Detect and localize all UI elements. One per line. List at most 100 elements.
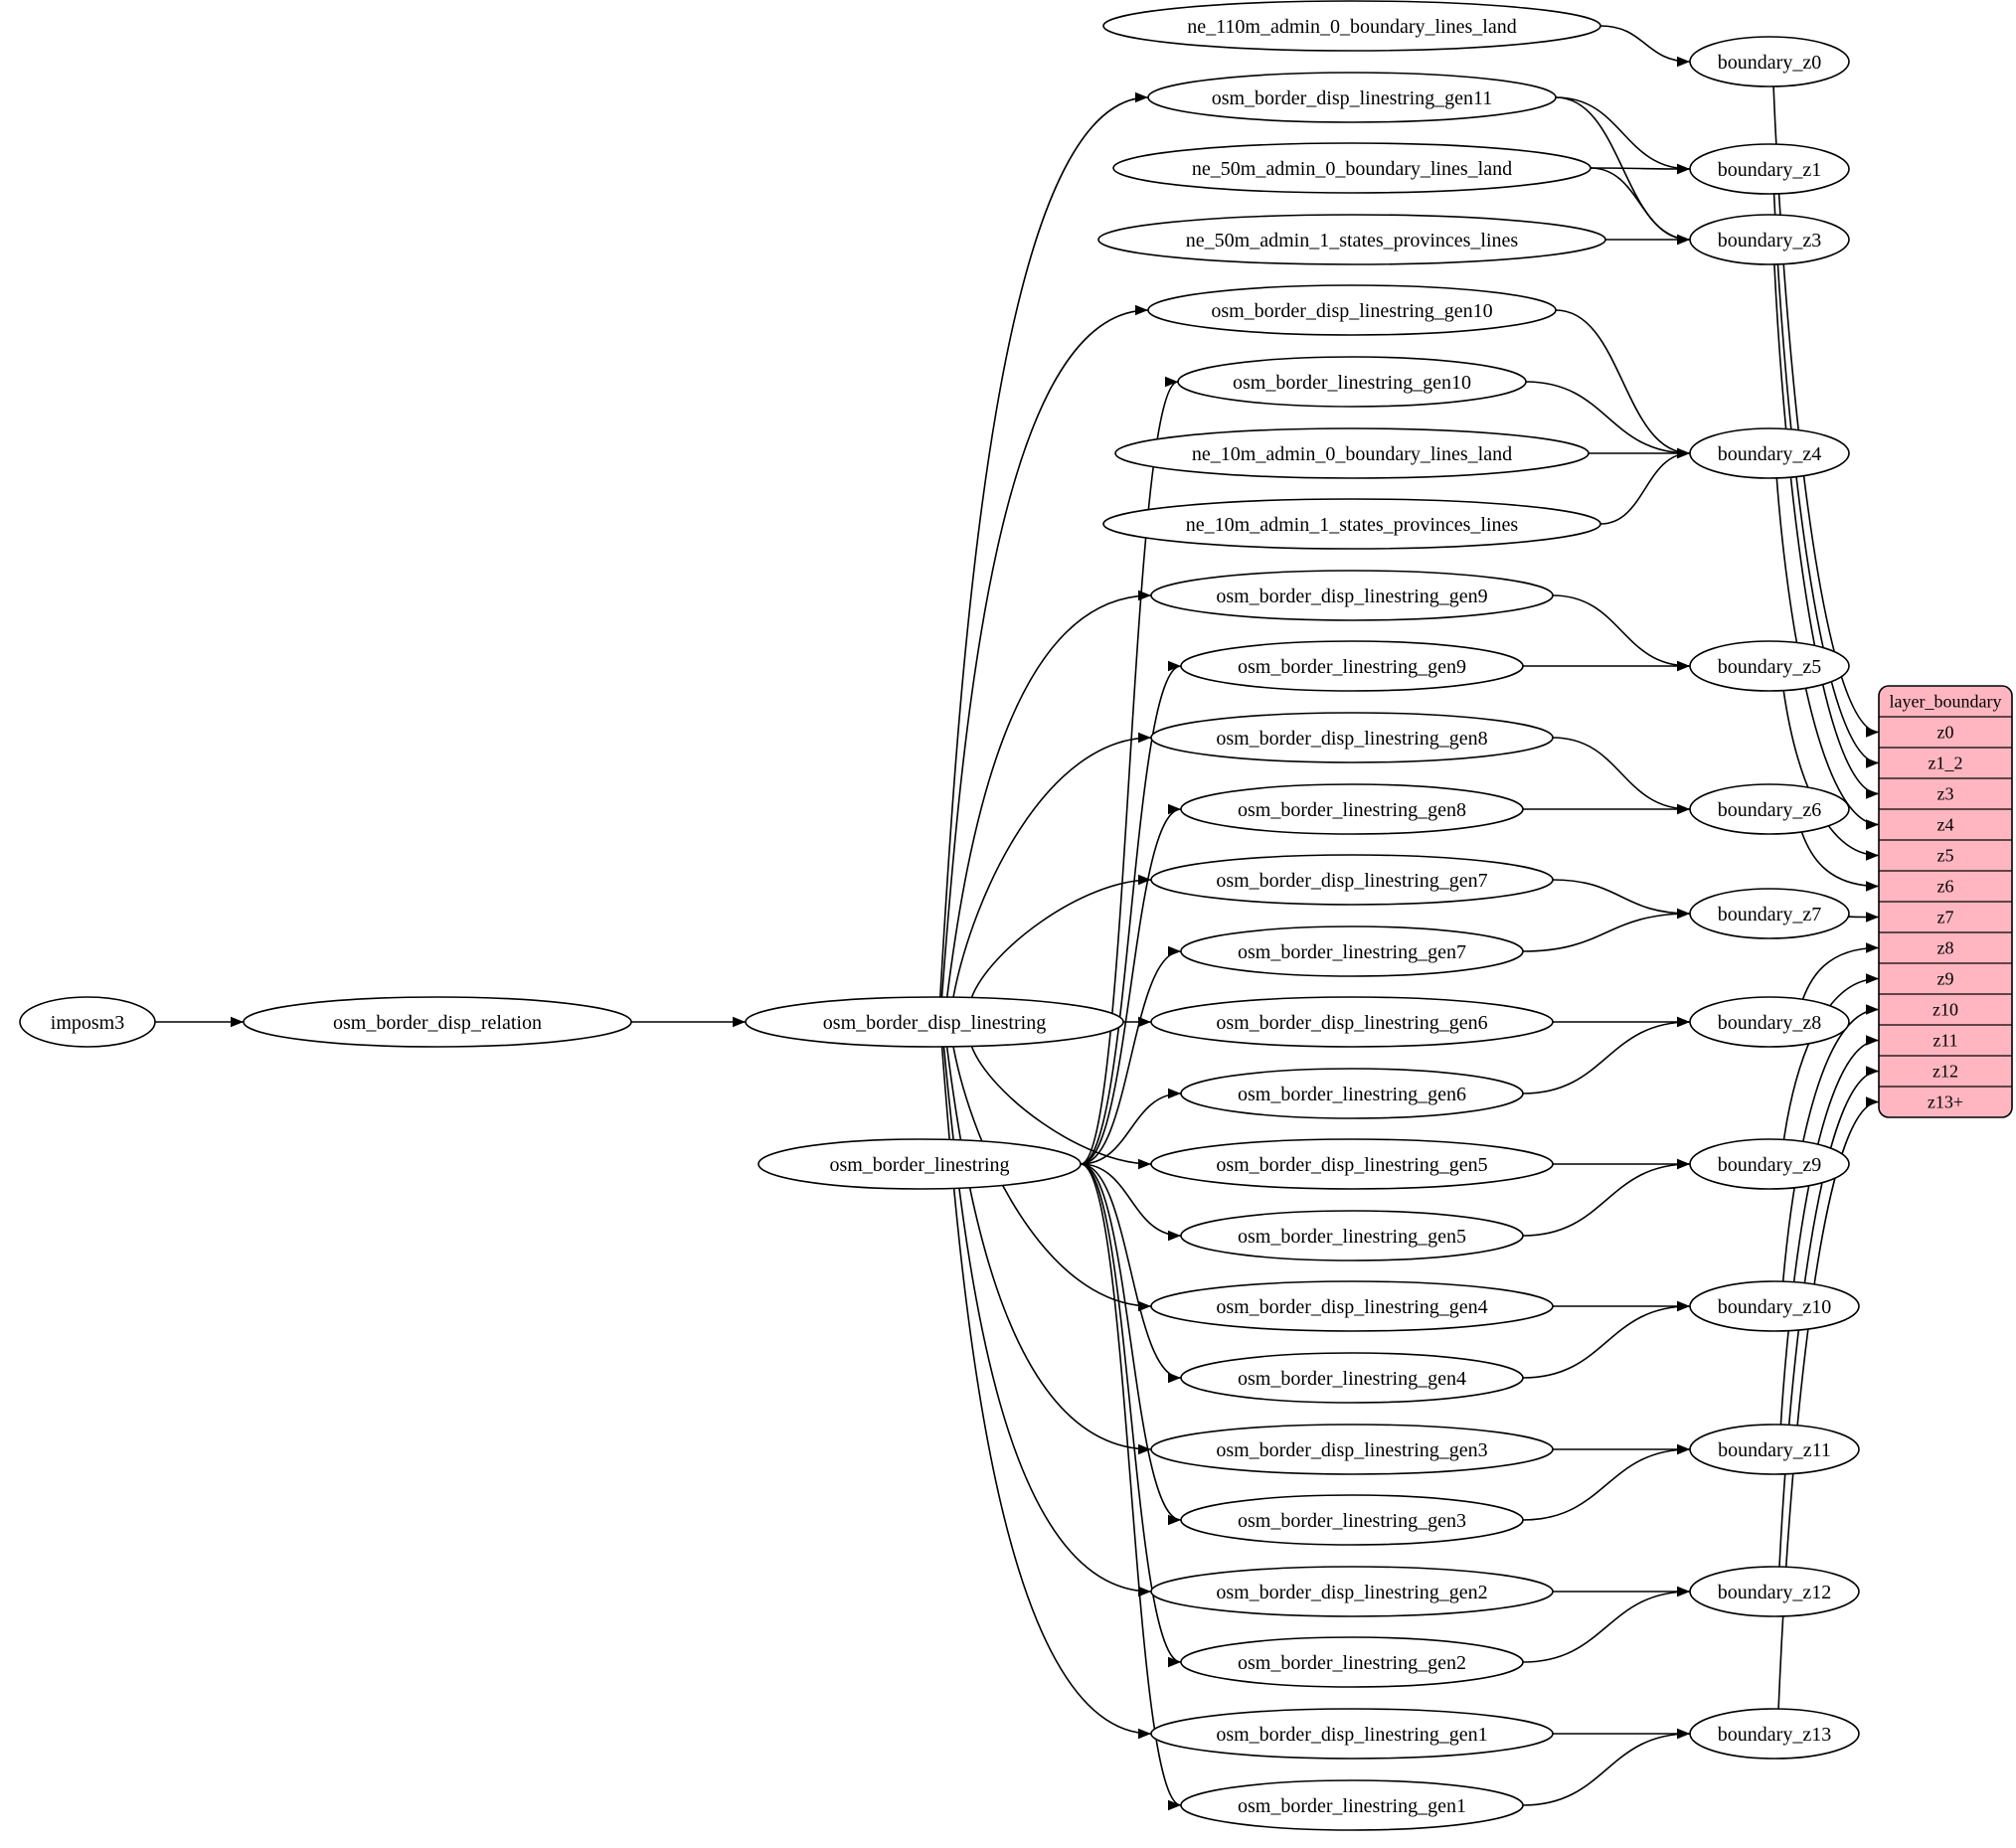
edge-boundary_z6--layer_boundary.z6 bbox=[1800, 831, 1880, 892]
edge-boundary_z4--layer_boundary.z4 bbox=[1775, 477, 1880, 830]
node-label: osm_border_linestring_gen2 bbox=[1238, 1652, 1466, 1674]
node-osm_border_linestring_gen8: osm_border_linestring_gen8 bbox=[1180, 783, 1524, 835]
node-osm_border_disp_linestring_gen9: osm_border_disp_linestring_gen9 bbox=[1150, 570, 1554, 621]
node-osm_border_disp_linestring_gen2: osm_border_disp_linestring_gen2 bbox=[1150, 1566, 1554, 1617]
edge-ne_10m_admin_1_states_provinces_lines--boundary_z4 bbox=[1599, 447, 1691, 525]
node-boundary_z1: boundary_z1 bbox=[1689, 143, 1850, 195]
node-label: osm_border_linestring_gen6 bbox=[1238, 1084, 1466, 1105]
record-row-z8: z8 bbox=[1937, 938, 1954, 958]
node-label: imposm3 bbox=[51, 1012, 124, 1034]
edge-osm_border_linestring--osm_border_linestring_gen9 bbox=[1080, 660, 1182, 1165]
node-label: osm_border_linestring_gen9 bbox=[1238, 656, 1466, 678]
edge-osm_border_disp_linestring--osm_border_disp_linestring_gen10 bbox=[940, 304, 1149, 998]
edge-osm_border_disp_linestring--osm_border_disp_linestring_gen4 bbox=[952, 1046, 1152, 1312]
node-label: ne_110m_admin_0_boundary_lines_land bbox=[1187, 16, 1516, 38]
edge-boundary_z8--layer_boundary.z8 bbox=[1801, 942, 1880, 1000]
node-layer_boundary: layer_boundaryz0z1_2z3z4z5z6z7z8z9z10z11… bbox=[1878, 685, 2013, 1118]
node-osm_border_disp_linestring: osm_border_disp_linestring bbox=[745, 996, 1124, 1048]
node-boundary_z8: boundary_z8 bbox=[1689, 996, 1850, 1048]
node-label: osm_border_linestring_gen7 bbox=[1238, 941, 1466, 963]
edge-boundary_z0--layer_boundary.z0 bbox=[1772, 85, 1880, 738]
edge-osm_border_linestring--osm_border_linestring_gen5 bbox=[1080, 1163, 1182, 1242]
node-label: osm_border_linestring_gen3 bbox=[1238, 1510, 1466, 1532]
node-label: boundary_z13 bbox=[1718, 1724, 1831, 1746]
node-label: osm_border_disp_relation bbox=[333, 1012, 542, 1034]
node-osm_border_disp_linestring_gen4: osm_border_disp_linestring_gen4 bbox=[1150, 1280, 1554, 1332]
record-row-z7: z7 bbox=[1937, 908, 1954, 927]
node-label: boundary_z6 bbox=[1718, 799, 1821, 821]
edge-osm_border_disp_linestring_gen11--boundary_z1 bbox=[1555, 96, 1691, 175]
node-label: boundary_z4 bbox=[1718, 443, 1821, 465]
node-osm_border_linestring_gen4: osm_border_linestring_gen4 bbox=[1180, 1352, 1524, 1404]
node-osm_border_linestring_gen6: osm_border_linestring_gen6 bbox=[1180, 1068, 1524, 1119]
node-label: boundary_z7 bbox=[1718, 904, 1821, 925]
edge-ne_50m_admin_0_boundary_lines_land--boundary_z3 bbox=[1590, 167, 1691, 246]
edge-boundary_z11--layer_boundary.z11 bbox=[1779, 1035, 1880, 1426]
node-osm_border_disp_linestring_gen11: osm_border_disp_linestring_gen11 bbox=[1147, 72, 1557, 123]
node-ne_10m_admin_1_states_provinces_lines: ne_10m_admin_1_states_provinces_lines bbox=[1102, 498, 1601, 550]
edge-osm_border_linestring--osm_border_linestring_gen2 bbox=[1080, 1163, 1182, 1668]
node-label: osm_border_disp_linestring_gen3 bbox=[1216, 1439, 1487, 1461]
node-label: osm_border_disp_linestring_gen2 bbox=[1216, 1582, 1487, 1603]
node-label: osm_border_linestring_gen5 bbox=[1238, 1226, 1466, 1248]
node-label: osm_border_linestring_gen8 bbox=[1238, 799, 1466, 821]
edge-osm_border_linestring_gen5--boundary_z9 bbox=[1522, 1158, 1691, 1237]
node-osm_border_linestring: osm_border_linestring bbox=[757, 1138, 1082, 1190]
node-label: osm_border_linestring bbox=[829, 1154, 1009, 1176]
edge-osm_border_linestring--osm_border_linestring_gen3 bbox=[1080, 1163, 1182, 1526]
node-label: osm_border_disp_linestring_gen8 bbox=[1216, 728, 1487, 750]
node-osm_border_disp_linestring_gen5: osm_border_disp_linestring_gen5 bbox=[1150, 1138, 1554, 1190]
node-ne_50m_admin_0_boundary_lines_land: ne_50m_admin_0_boundary_lines_land bbox=[1112, 142, 1592, 194]
node-boundary_z5: boundary_z5 bbox=[1689, 640, 1850, 692]
node-osm_border_linestring_gen9: osm_border_linestring_gen9 bbox=[1180, 640, 1524, 692]
node-boundary_z3: boundary_z3 bbox=[1689, 214, 1850, 265]
record-title: layer_boundary bbox=[1890, 692, 2002, 712]
edge-osm_border_linestring_gen1--boundary_z13 bbox=[1522, 1728, 1691, 1806]
edge-boundary_z10--layer_boundary.z10 bbox=[1781, 1004, 1880, 1282]
node-boundary_z0: boundary_z0 bbox=[1689, 36, 1850, 87]
edge-osm_border_linestring_gen4--boundary_z10 bbox=[1522, 1300, 1691, 1379]
record-row-z10: z10 bbox=[1932, 1000, 1958, 1020]
node-osm_border_disp_linestring_gen8: osm_border_disp_linestring_gen8 bbox=[1150, 712, 1554, 763]
node-osm_border_linestring_gen7: osm_border_linestring_gen7 bbox=[1180, 925, 1524, 977]
node-label: osm_border_disp_linestring_gen1 bbox=[1216, 1724, 1487, 1746]
record-row-z0: z0 bbox=[1937, 723, 1954, 743]
node-label: ne_10m_admin_1_states_provinces_lines bbox=[1186, 514, 1519, 536]
node-osm_border_disp_linestring_gen6: osm_border_disp_linestring_gen6 bbox=[1150, 996, 1554, 1048]
node-ne_110m_admin_0_boundary_lines_land: ne_110m_admin_0_boundary_lines_land bbox=[1102, 0, 1601, 52]
node-osm_border_disp_linestring_gen3: osm_border_disp_linestring_gen3 bbox=[1150, 1424, 1554, 1475]
node-label: osm_border_disp_linestring_gen9 bbox=[1216, 586, 1487, 607]
node-label: osm_border_disp_linestring_gen10 bbox=[1211, 300, 1492, 322]
node-label: boundary_z8 bbox=[1718, 1012, 1821, 1034]
node-ne_10m_admin_0_boundary_lines_land: ne_10m_admin_0_boundary_lines_land bbox=[1114, 427, 1590, 479]
edge-osm_border_disp_linestring--osm_border_disp_linestring_gen11 bbox=[939, 91, 1149, 998]
node-boundary_z7: boundary_z7 bbox=[1689, 888, 1850, 939]
node-label: osm_border_disp_linestring bbox=[823, 1012, 1046, 1034]
node-osm_border_linestring_gen10: osm_border_linestring_gen10 bbox=[1177, 356, 1527, 408]
node-label: boundary_z1 bbox=[1718, 159, 1821, 181]
edge-osm_border_disp_linestring_gen9--boundary_z5 bbox=[1552, 594, 1691, 672]
node-label: boundary_z5 bbox=[1718, 656, 1821, 678]
edge-osm_border_disp_linestring--osm_border_disp_linestring_gen5 bbox=[970, 1046, 1152, 1170]
node-label: osm_border_linestring_gen10 bbox=[1233, 372, 1471, 394]
node-label: boundary_z12 bbox=[1718, 1582, 1831, 1603]
node-label: boundary_z9 bbox=[1718, 1154, 1821, 1176]
record-row-z3: z3 bbox=[1937, 784, 1954, 804]
node-label: osm_border_disp_linestring_gen4 bbox=[1216, 1296, 1487, 1318]
record-row-z11: z11 bbox=[1932, 1031, 1957, 1051]
edge-osm_border_linestring_gen7--boundary_z7 bbox=[1522, 908, 1691, 952]
node-label: ne_10m_admin_0_boundary_lines_land bbox=[1192, 443, 1512, 465]
edge-osm_border_disp_linestring--osm_border_disp_linestring_gen3 bbox=[945, 1046, 1152, 1455]
edge-osm_border_linestring--osm_border_linestring_gen10 bbox=[1080, 377, 1179, 1165]
record-row-z4: z4 bbox=[1937, 815, 1954, 835]
node-label: osm_border_disp_linestring_gen6 bbox=[1216, 1012, 1487, 1034]
node-label: boundary_z11 bbox=[1718, 1439, 1831, 1461]
edge-osm_border_linestring--osm_border_linestring_gen6 bbox=[1080, 1088, 1182, 1165]
record-row-z9: z9 bbox=[1937, 969, 1954, 989]
record-row-z1_2: z1_2 bbox=[1929, 754, 1963, 773]
edge-osm_border_linestring_gen10--boundary_z4 bbox=[1525, 381, 1691, 459]
node-label: osm_border_linestring_gen1 bbox=[1238, 1795, 1466, 1817]
edge-boundary_z7--layer_boundary.z7 bbox=[1848, 912, 1880, 923]
node-osm_border_disp_linestring_gen1: osm_border_disp_linestring_gen1 bbox=[1150, 1708, 1554, 1760]
